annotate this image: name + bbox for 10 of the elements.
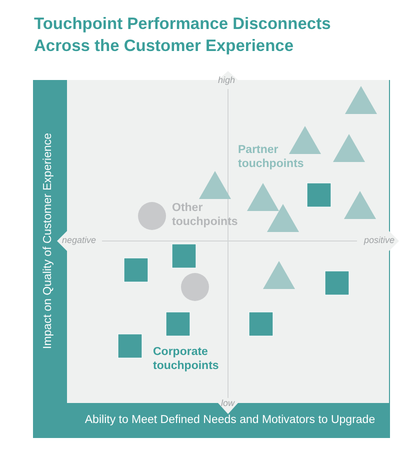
y-axis-title: Impact on Quality of Customer Experience [42,132,54,352]
group-label: Partner touchpoints [238,143,305,171]
group-label: Other touchpoints [172,201,239,229]
axis-end-label: low [221,398,235,408]
chart-title: Touchpoint Performance Disconnects Across the Customer Experience [34,14,332,57]
axis-end-label: high [218,75,236,85]
axis-end-label: negative [62,235,96,245]
axis-end-label: positive [364,235,395,245]
group-label: Corporate touchpoints [153,345,220,373]
x-axis-title: Ability to Meet Defined Needs and Motivators to Upgrade [84,414,376,426]
